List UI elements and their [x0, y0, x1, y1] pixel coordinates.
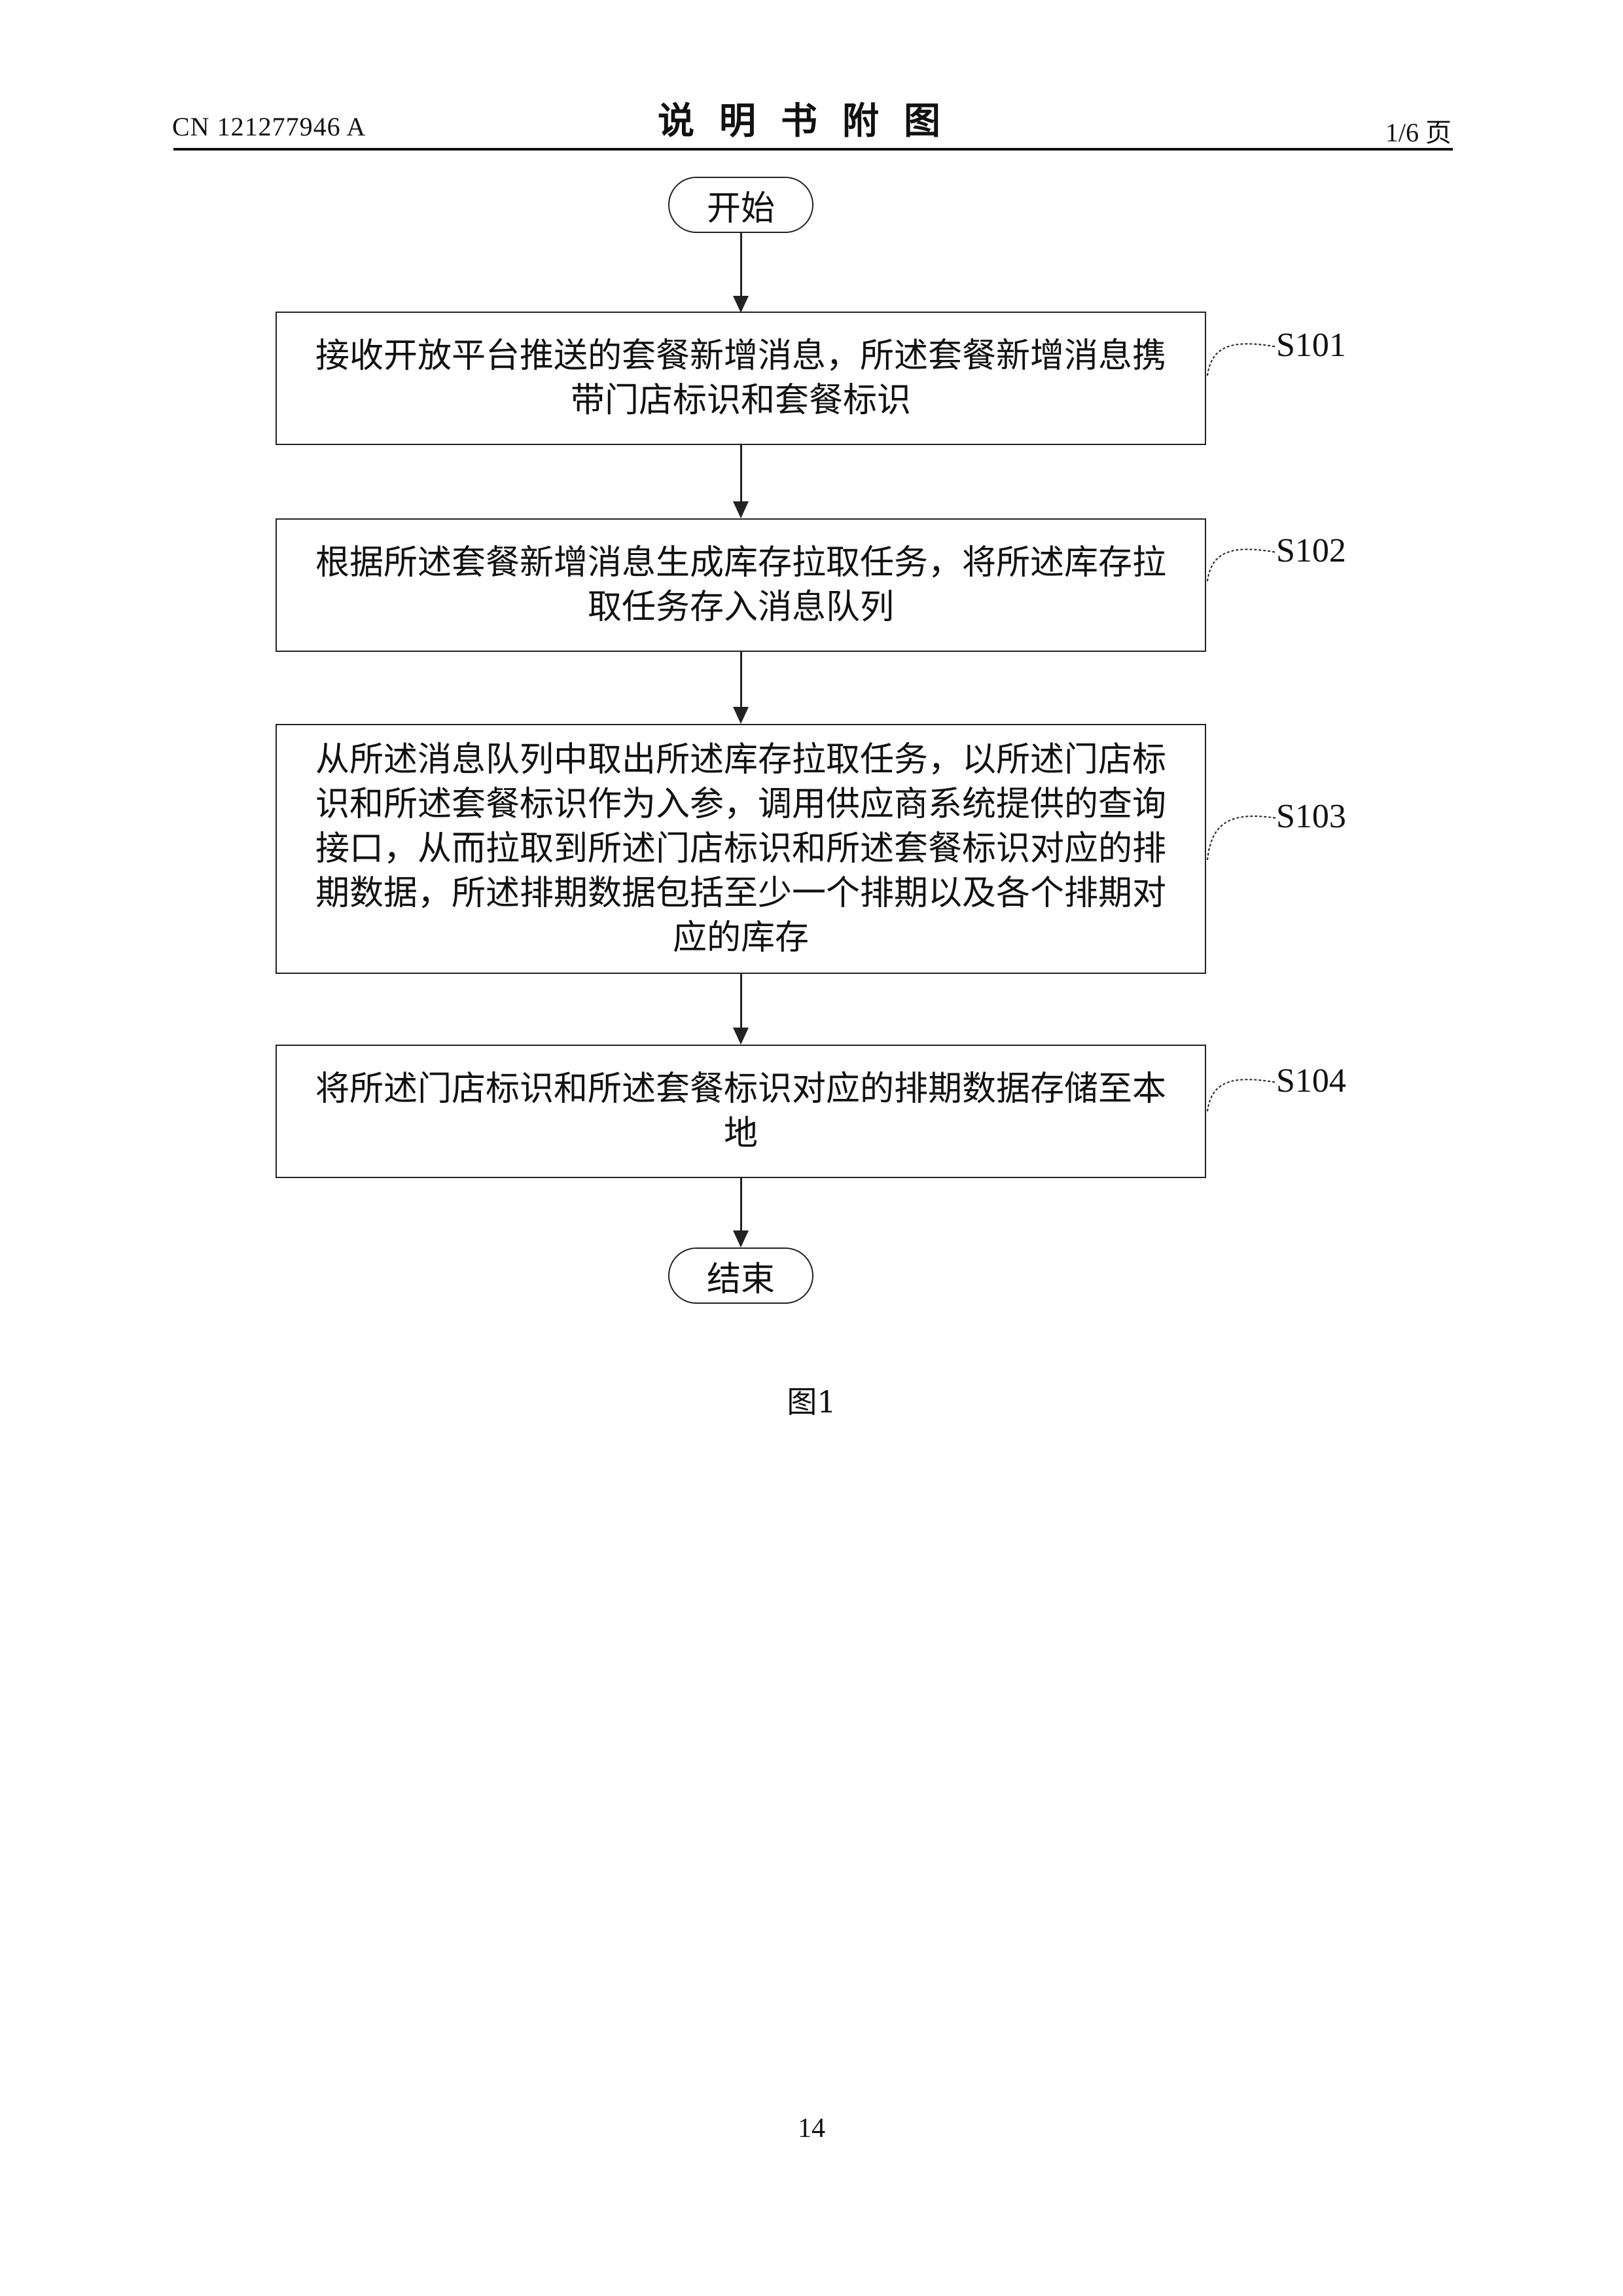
step-label-s103: S103: [1276, 797, 1346, 836]
arrowhead: [733, 501, 749, 518]
connector-arrow: [740, 233, 742, 301]
step-label-s104: S104: [1276, 1062, 1346, 1100]
arrowhead: [733, 1230, 749, 1247]
start-terminal-label: 开始: [707, 181, 775, 230]
end-terminal-label: 结束: [707, 1251, 775, 1300]
process-box-s103: 从所述消息队列中取出所述库存拉取任务，以所述门店标识和所述套餐标识作为入参，调用…: [276, 724, 1206, 974]
process-text-s101: 接收开放平台推送的套餐新增消息，所述套餐新增消息携带门店标识和套餐标识: [302, 334, 1179, 423]
arrowhead: [733, 707, 749, 724]
page-number: 14: [0, 2113, 1623, 2144]
header-divider: [173, 148, 1453, 151]
label-leader-s103: [1206, 804, 1278, 863]
label-leader-s104: [1206, 1068, 1278, 1114]
process-text-s104: 将所述门店标识和所述套餐标识对应的排期数据存储至本地: [302, 1067, 1179, 1156]
process-text-s102: 根据所述套餐新增消息生成库存拉取任务，将所述库存拉取任务存入消息队列: [302, 541, 1179, 630]
step-label-s101: S101: [1276, 326, 1346, 365]
page-counter: 1/6 页: [1385, 111, 1452, 149]
process-box-s101: 接收开放平台推送的套餐新增消息，所述套餐新增消息携带门店标识和套餐标识: [276, 312, 1206, 445]
label-leader-s101: [1206, 332, 1278, 378]
connector-arrow: [740, 974, 742, 1031]
page-title: 说明书附图: [0, 92, 1623, 145]
connector-arrow: [740, 445, 742, 507]
process-box-s104: 将所述门店标识和所述套餐标识对应的排期数据存储至本地: [276, 1045, 1206, 1178]
connector-arrow: [740, 652, 742, 712]
label-leader-s102: [1206, 538, 1278, 584]
arrowhead: [733, 1028, 749, 1045]
step-label-s102: S102: [1276, 531, 1346, 570]
end-terminal: 结束: [668, 1247, 813, 1304]
arrowhead: [733, 296, 749, 313]
process-box-s102: 根据所述套餐新增消息生成库存拉取任务，将所述库存拉取任务存入消息队列: [276, 518, 1206, 652]
start-terminal: 开始: [668, 177, 813, 233]
figure-caption: 图1: [0, 1378, 1623, 1422]
process-text-s103: 从所述消息队列中取出所述库存拉取任务，以所述门店标识和所述套餐标识作为入参，调用…: [302, 738, 1179, 960]
connector-arrow: [740, 1178, 742, 1236]
